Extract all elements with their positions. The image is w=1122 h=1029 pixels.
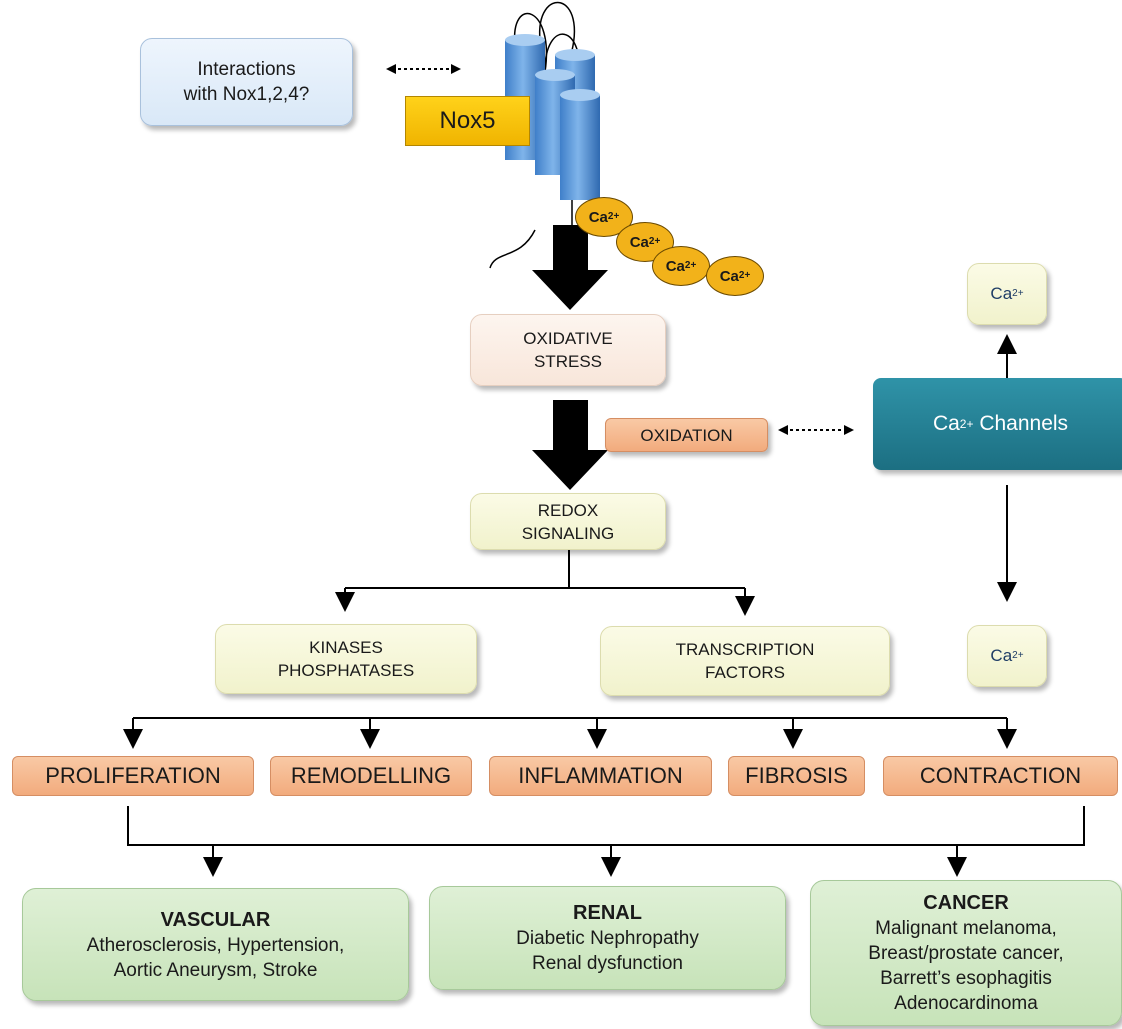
redox-signaling-box: REDOX SIGNALING [470,493,666,550]
big-arrow-1 [532,225,608,310]
calcium-channels-suffix: Channels [973,412,1069,435]
interactions-line1: Interactions [197,59,296,80]
outcome-inflammation: INFLAMMATION [489,756,712,796]
redox-line2: SIGNALING [521,523,615,543]
transcription-line1: TRANSCRIPTION [675,640,815,659]
cancer-line1: Malignant melanoma, [875,918,1057,939]
cancer-title: CANCER [923,892,1009,914]
outcome-proliferation: PROLIFERATION [12,756,254,796]
nox5-label: Nox5 [405,96,530,146]
cancer-line3: Barrett’s esophagitis [880,968,1052,989]
transcription-factors-box: TRANSCRIPTION FACTORS [600,626,890,696]
transcription-line2: FACTORS [705,663,785,682]
oxidation-box: OXIDATION [605,418,768,452]
kinases-phosphatases-box: KINASES PHOSPHATASES [215,624,477,694]
renal-line2: Renal dysfunction [531,953,684,974]
vascular-line1: Atherosclerosis, Hypertension, [86,934,345,956]
kinases-line1: KINASES [309,638,383,657]
outcome-remodelling: REMODELLING [270,756,472,796]
renal-box: RENAL Diabetic Nephropathy Renal dysfunc… [429,886,786,990]
oxidative-stress-box: OXIDATIVE STRESS [470,314,666,386]
outcome-contraction: CONTRACTION [883,756,1118,796]
renal-line1: Diabetic Nephropathy [516,928,699,949]
cancer-box: CANCER Malignant melanoma, Breast/prosta… [810,880,1122,1026]
renal-title: RENAL [573,902,642,924]
cancer-line2: Breast/prostate cancer, [868,943,1064,964]
oxidation-label: OXIDATION [640,425,733,445]
kinases-line2: PHOSPHATASES [277,661,415,680]
big-arrow-2 [532,400,608,490]
nox5-protein-icon [489,1,600,269]
vascular-title: VASCULAR [160,908,271,931]
cancer-line4: Adenocardinoma [894,993,1038,1014]
vascular-line2: Aortic Aneurysm, Stroke [113,959,318,981]
oxidative-stress-line2: STRESS [533,352,603,371]
oxidative-stress-line1: OXIDATIVE [523,329,613,348]
interactions-box: Interactions with Nox1,2,4? [140,38,353,126]
vascular-box: VASCULAR Atherosclerosis, Hypertension, … [22,888,409,1001]
redox-line1: REDOX [537,500,599,520]
interactions-line2: with Nox1,2,4? [183,84,310,105]
calcium-channels-ca: Ca [932,412,960,435]
outcome-fibrosis: FIBROSIS [728,756,865,796]
